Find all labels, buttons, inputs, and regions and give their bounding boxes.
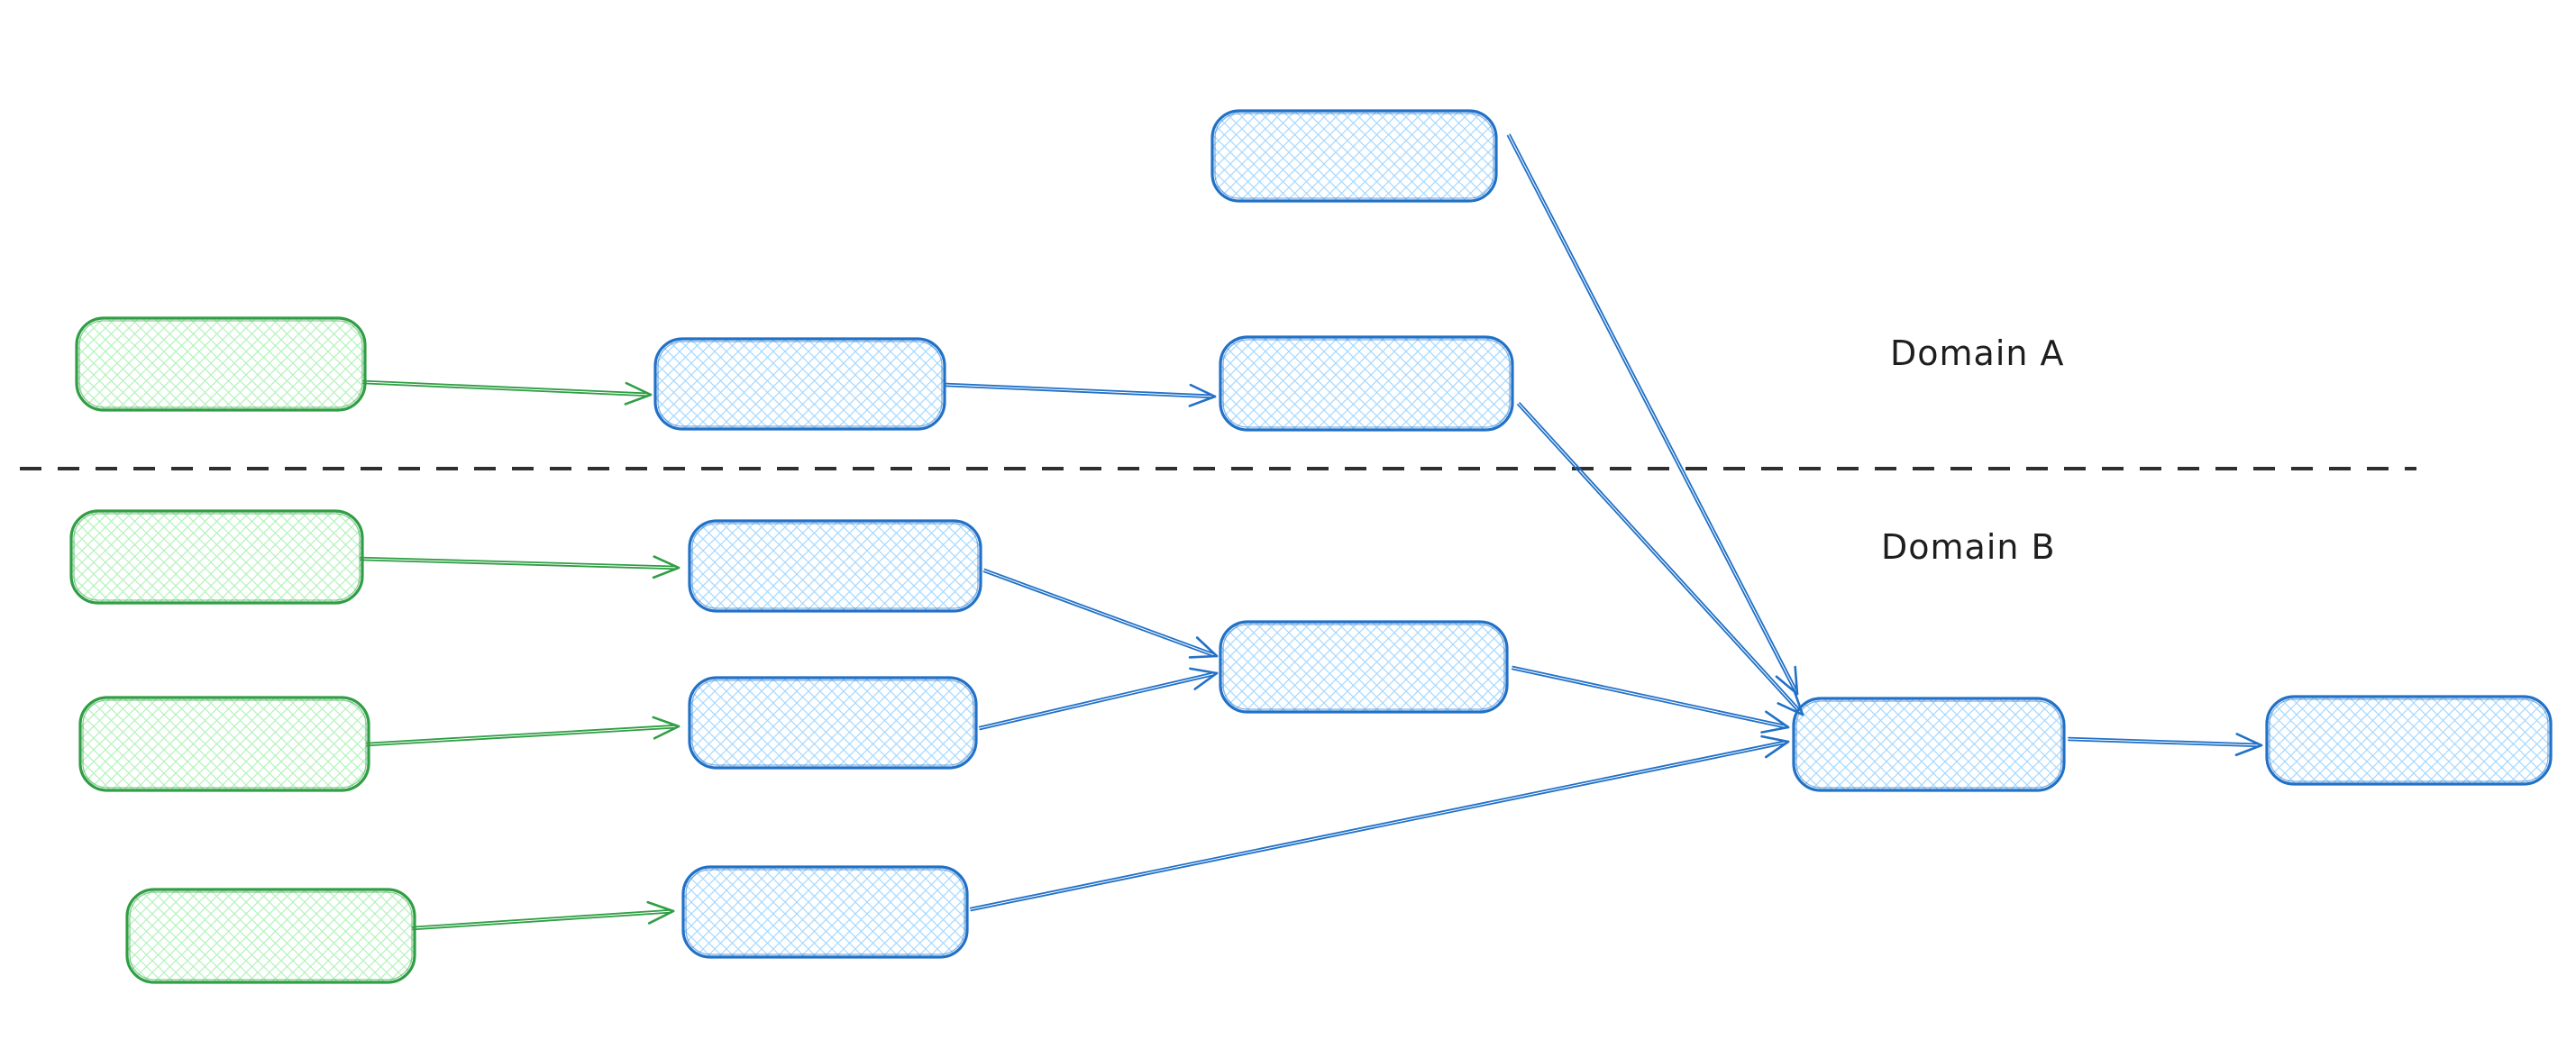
domain-b-merge-node[interactable] xyxy=(1219,620,1509,714)
domain-b-stage1a-node[interactable] xyxy=(688,519,982,613)
db-source2-to-db-stage1b-arrow[interactable] xyxy=(366,716,681,747)
da-stage1-to-da-stage2-arrow[interactable] xyxy=(945,382,1217,407)
top-input-node[interactable] xyxy=(1210,109,1498,203)
db-source3-to-db-stage1c-arrow[interactable] xyxy=(412,900,675,931)
db-stage1c-to-global-merge-arrow[interactable] xyxy=(969,734,1790,912)
domain-b-label[interactable]: Domain B xyxy=(1881,527,2056,567)
domain-b-source3-node[interactable] xyxy=(125,888,416,984)
domain-b-source2-node[interactable] xyxy=(78,696,370,792)
domain-a-stage2-node[interactable] xyxy=(1219,335,1514,432)
da-stage2-to-global-merge-arrow[interactable] xyxy=(1517,402,1804,716)
domain-a-stage1-node[interactable] xyxy=(653,337,946,431)
top-input-to-global-merge-arrow[interactable] xyxy=(1506,133,1799,696)
domain-b-stage1c-node[interactable] xyxy=(681,865,969,959)
domain-a-source-node[interactable] xyxy=(75,316,367,412)
db-merge-to-global-merge-arrow[interactable] xyxy=(1511,665,1790,734)
da-source-to-da-stage1-arrow[interactable] xyxy=(362,379,653,406)
domain-a-label[interactable]: Domain A xyxy=(1890,333,2065,373)
db-source1-to-db-stage1a-arrow[interactable] xyxy=(360,555,681,579)
db-stage1a-to-db-merge-arrow[interactable] xyxy=(982,568,1219,659)
global-merge-to-output-arrow[interactable] xyxy=(2068,733,2263,757)
db-stage1b-to-db-merge-arrow[interactable] xyxy=(978,667,1219,731)
domain-b-source1-node[interactable] xyxy=(69,509,364,605)
global-merge-node[interactable] xyxy=(1792,697,2066,792)
output-node[interactable] xyxy=(2265,695,2553,786)
domain-b-stage1b-node[interactable] xyxy=(688,676,978,770)
